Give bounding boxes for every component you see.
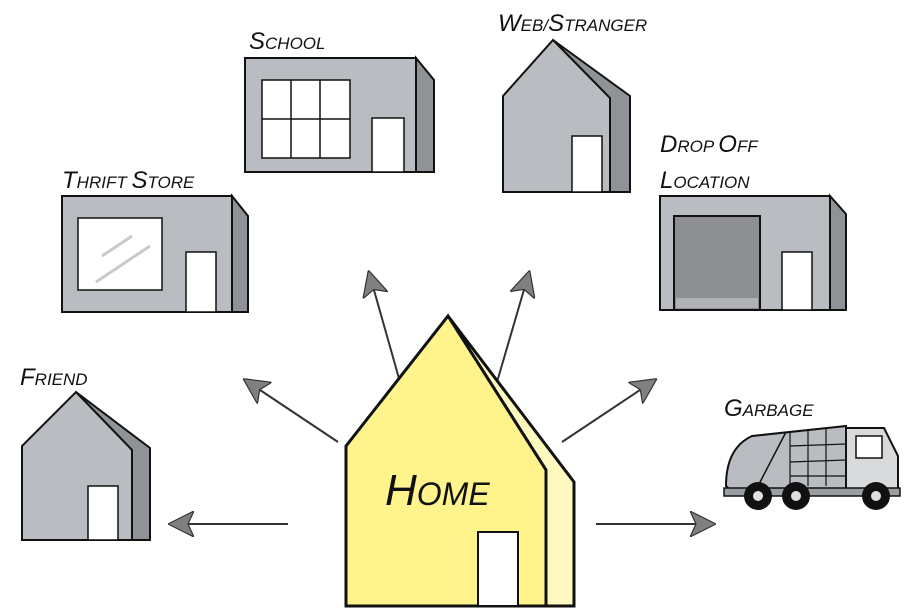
- roll-up-door: [673, 215, 761, 311]
- truck-body: [724, 424, 847, 493]
- school-building-icon: [244, 55, 435, 173]
- friend-house-icon: [21, 390, 151, 541]
- home-label: Home: [385, 466, 490, 515]
- drop-off-door: [781, 251, 813, 311]
- home-house-icon: [344, 313, 576, 608]
- drop-off-label-line2: Location: [660, 167, 750, 194]
- school-door: [371, 117, 405, 173]
- garbage-truck-icon: [723, 424, 901, 510]
- web-stranger-door: [571, 135, 603, 193]
- friend-label: Friend: [20, 364, 88, 391]
- friend-door: [87, 485, 119, 541]
- thrift-store-icon: [61, 193, 249, 313]
- thrift-store-window: [77, 217, 163, 291]
- arrow-icon: [248, 382, 339, 443]
- web-stranger-label: Web/Stranger: [498, 10, 647, 37]
- thrift-store-label: Thrift Store: [62, 167, 195, 194]
- truck-window: [855, 435, 883, 459]
- garbage-label: Garbage: [724, 395, 814, 422]
- thrift-store-door: [185, 251, 217, 313]
- arrow-icon: [561, 382, 652, 443]
- arrow-icon: [370, 276, 401, 383]
- home-door: [477, 531, 519, 607]
- drop-off-warehouse-icon: [659, 193, 847, 311]
- drop-off-label-line1: Drop Off: [660, 131, 759, 158]
- web-stranger-house-icon: [502, 38, 631, 193]
- school-label: School: [249, 28, 325, 55]
- arrow-icon: [496, 276, 528, 383]
- arrows: [174, 276, 710, 524]
